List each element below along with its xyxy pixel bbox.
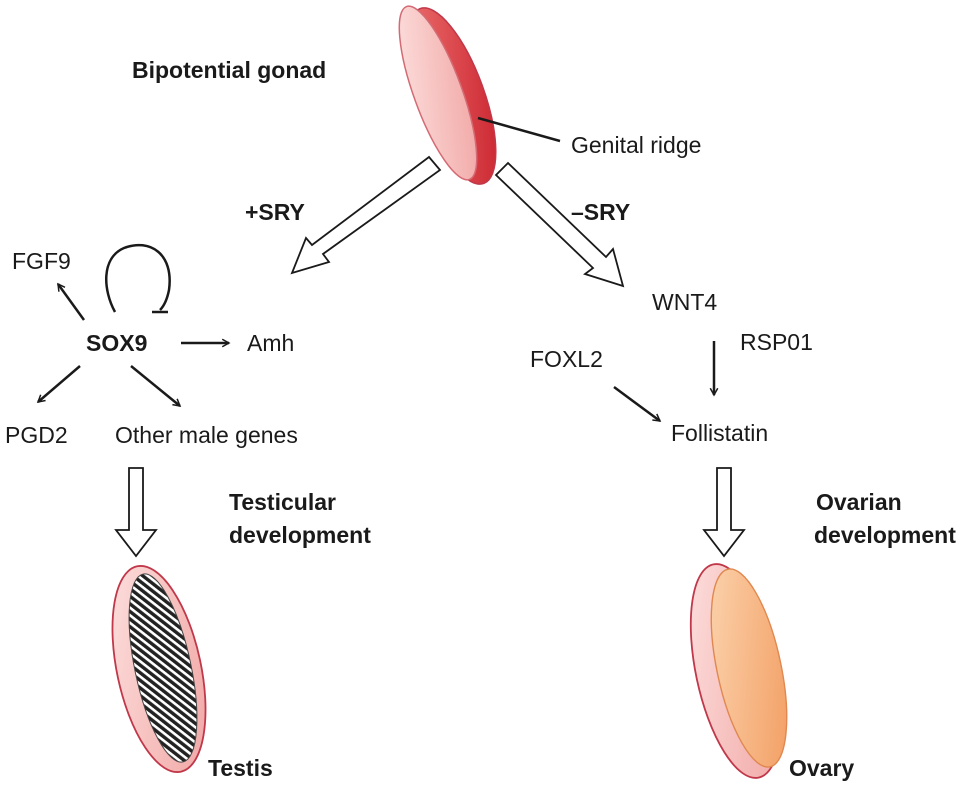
foxl2-label: FOXL2 (530, 346, 603, 372)
fgf9-label: FGF9 (12, 248, 71, 274)
follistatin-label: Follistatin (671, 420, 768, 446)
bipotential-gonad-shape (398, 5, 497, 185)
ovary-shape (689, 563, 788, 779)
sox9-to-other-genes-arrow (130, 365, 180, 406)
testis-label: Testis (208, 755, 273, 781)
testicular-development-label-line2: development (229, 522, 371, 548)
sox9-label: SOX9 (86, 330, 147, 356)
sox9-to-pgd2-arrow (38, 365, 81, 402)
foxl2-to-follistatin-arrow (613, 385, 660, 423)
bipotential-gonad-label: Bipotential gonad (132, 57, 326, 83)
sox9-to-fgf9-arrow (56, 284, 86, 321)
testicular-development-hollow-arrow (114, 467, 158, 558)
testicular-development-label-line1: Testicular (229, 489, 336, 515)
plus-sry-hollow-arrow (290, 155, 442, 275)
minus-sry-label: –SRY (571, 199, 630, 225)
genital-ridge-pointer (477, 116, 561, 143)
minus-sry-hollow-arrow (494, 161, 625, 288)
ovary-label: Ovary (789, 755, 854, 781)
other-male-genes-label: Other male genes (115, 422, 298, 448)
amh-label: Amh (247, 330, 294, 356)
rsp01-label: RSP01 (740, 329, 813, 355)
ovarian-development-hollow-arrow (702, 467, 746, 558)
plus-sry-label: +SRY (245, 199, 305, 225)
sox9-self-loop-arrow (105, 243, 171, 313)
testis-shape (111, 565, 207, 773)
ovarian-development-label-line2: development (814, 522, 956, 548)
wnt4-label: WNT4 (652, 289, 717, 315)
ovarian-development-label-line1: Ovarian (816, 489, 902, 515)
genital-ridge-label: Genital ridge (571, 132, 701, 158)
pgd2-label: PGD2 (5, 422, 68, 448)
